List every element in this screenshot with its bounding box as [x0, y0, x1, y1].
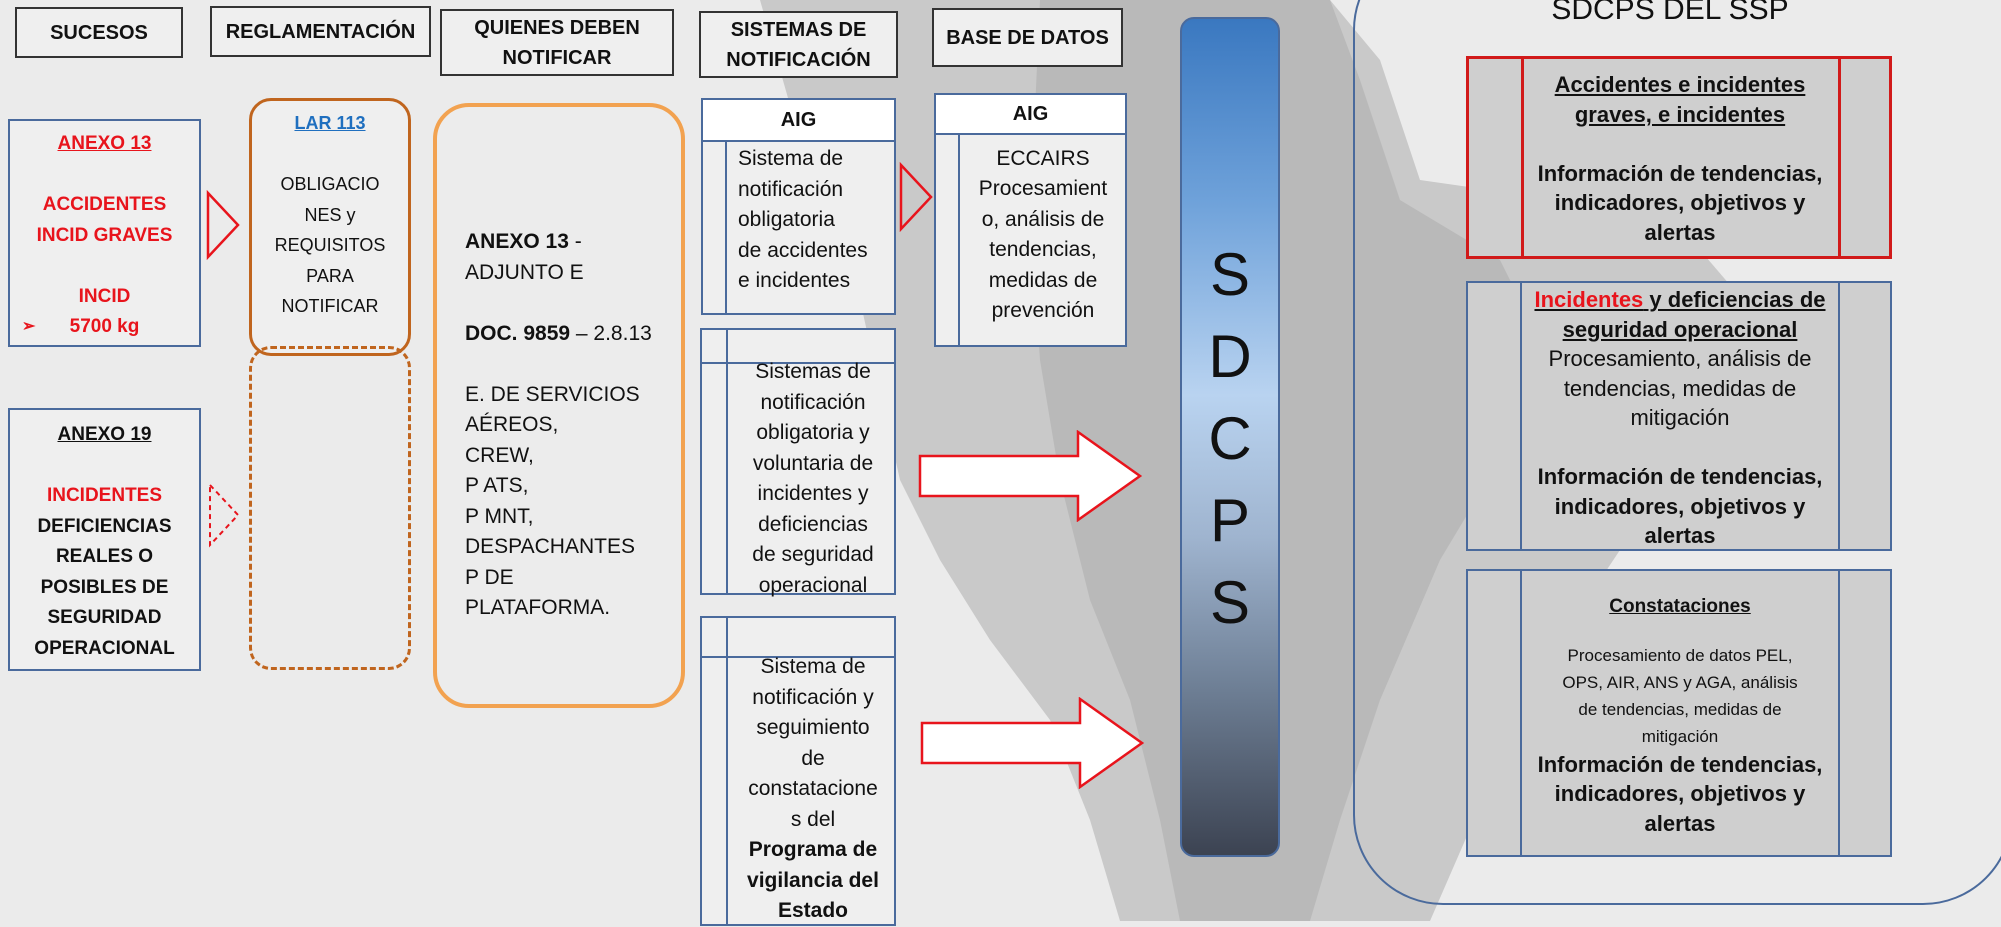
arrow-anexo19-dashed — [209, 482, 240, 548]
anexo19-deficiencias: DEFICIENCIAS — [37, 515, 172, 537]
quienes-doc-section: – 2.8.13 — [570, 321, 652, 345]
header-reglamentacion: REGLAMENTACIÓN — [210, 6, 431, 57]
quienes-line: CREW, — [465, 443, 534, 467]
quienes-anexo13: ANEXO 13 — [465, 230, 569, 253]
ssp-box1-text: Accidentes e incidentes graves, e incide… — [1537, 72, 1823, 245]
ssp-box-incidentes — [1466, 281, 1892, 551]
quienes-doc9859: DOC. 9859 — [465, 321, 571, 345]
header-sistemas-de-notificacion: SISTEMAS DE NOTIFICACIÓN — [699, 11, 898, 78]
quienes-line: PLATAFORMA. — [465, 596, 611, 619]
quienes-line: P ATS, — [465, 474, 529, 497]
quienes-line: P DE — [465, 565, 514, 589]
quienes-box: ANEXO 13 - ADJUNTO E DOC. 9859 – 2.8.13 … — [433, 103, 685, 708]
sistema-box-incidentes — [700, 328, 896, 595]
quienes-line: P MNT, — [465, 504, 534, 528]
ssp-box-constataciones — [1466, 569, 1892, 857]
anexo19-title: ANEXO 19 — [57, 424, 152, 445]
anexo13-incid: INCID — [78, 285, 131, 307]
dashed-placeholder-box — [249, 346, 411, 670]
sdcps-letter: P — [1209, 487, 1251, 554]
base-datos-box — [934, 93, 1127, 347]
sdcps-letter: S — [1209, 241, 1251, 308]
sdcps-letter: S — [1209, 569, 1251, 636]
sistema-aig-tab: AIG — [701, 98, 896, 142]
sdcps-letter: D — [1208, 323, 1252, 390]
arrow-sistema-to-base — [899, 162, 933, 232]
anexo19-line5: SEGURIDAD — [47, 607, 162, 628]
bullet-arrow-icon: ➢ — [22, 318, 36, 335]
ssp-box-accidentes — [1466, 56, 1892, 259]
lar113-link[interactable]: LAR 113 — [294, 113, 366, 133]
quienes-line: E. DE SERVICIOS — [465, 382, 640, 406]
anexo19-box: ANEXO 19 INCIDENTES DEFICIENCIAS REALES … — [8, 408, 201, 671]
ssp-panel-title: SDCPS DEL SSP — [1551, 0, 1789, 26]
lar113-line: PARA — [306, 265, 354, 286]
big-arrow-incidentes-to-sdcps — [918, 430, 1143, 522]
base-datos-aig-tab: AIG — [934, 93, 1127, 135]
sistema-box-constataciones — [700, 616, 896, 926]
lar113-line: NOTIFICAR — [281, 296, 379, 316]
big-arrow-constataciones-to-sdcps — [920, 697, 1145, 789]
lar113-line: REQUISITOS — [274, 235, 386, 255]
anexo13-incid-graves: INCID GRAVES — [36, 224, 173, 246]
anexo13-box: ANEXO 13 ACCIDENTES INCID GRAVES INCID ➢… — [8, 119, 201, 347]
ssp-box2-text: Incidentes y deficiencias de seguridad o… — [1534, 287, 1826, 548]
header-base-de-datos: BASE DE DATOS — [932, 8, 1123, 67]
anexo19-line4: POSIBLES DE — [40, 576, 169, 598]
lar113-box: LAR 113 OBLIGACIO NES y REQUISITOS PARA … — [249, 98, 411, 356]
arrow-anexo13-to-lar113 — [206, 190, 240, 260]
anexo19-incidentes: INCIDENTES — [46, 485, 163, 506]
ssp-panel — [1353, 0, 2001, 905]
sistema-box3-text: Sistema de notificación y seguimiento de… — [747, 655, 879, 922]
quienes-anexo13-dash: - — [568, 230, 582, 253]
anexo13-weight: 5700 kg — [69, 316, 140, 337]
quienes-adjunto: ADJUNTO E — [465, 260, 584, 284]
anexo13-title: ANEXO 13 — [57, 133, 152, 154]
header-sucesos: SUCESOS — [15, 7, 183, 58]
lar113-line: NES y — [304, 204, 356, 225]
base-datos-text: ADREP ECCAIRS Procesamient o, análisis d… — [963, 113, 1123, 333]
quienes-line: DESPACHANTES — [465, 535, 635, 558]
sistema-box1-text: Sistema de notificación obligatoria de a… — [738, 147, 868, 292]
anexo19-line6: OPERACIONAL — [34, 637, 175, 659]
sistema-box2-text: Sistemas de notificación obligatoria y v… — [752, 360, 874, 597]
sdcps-letter: C — [1208, 405, 1252, 472]
quienes-line: AÉREOS, — [465, 413, 559, 436]
header-quienes-deben-notificar: QUIENES DEBEN NOTIFICAR — [440, 9, 674, 76]
ssp-box3-text: Constataciones Procesamiento de datos PE… — [1537, 596, 1823, 836]
lar113-line: OBLIGACIO — [280, 174, 380, 194]
sdcps-bar: S D C P S — [1180, 17, 1280, 857]
anexo13-accidentes: ACCIDENTES — [42, 194, 167, 215]
anexo19-line3: REALES O — [55, 546, 154, 567]
